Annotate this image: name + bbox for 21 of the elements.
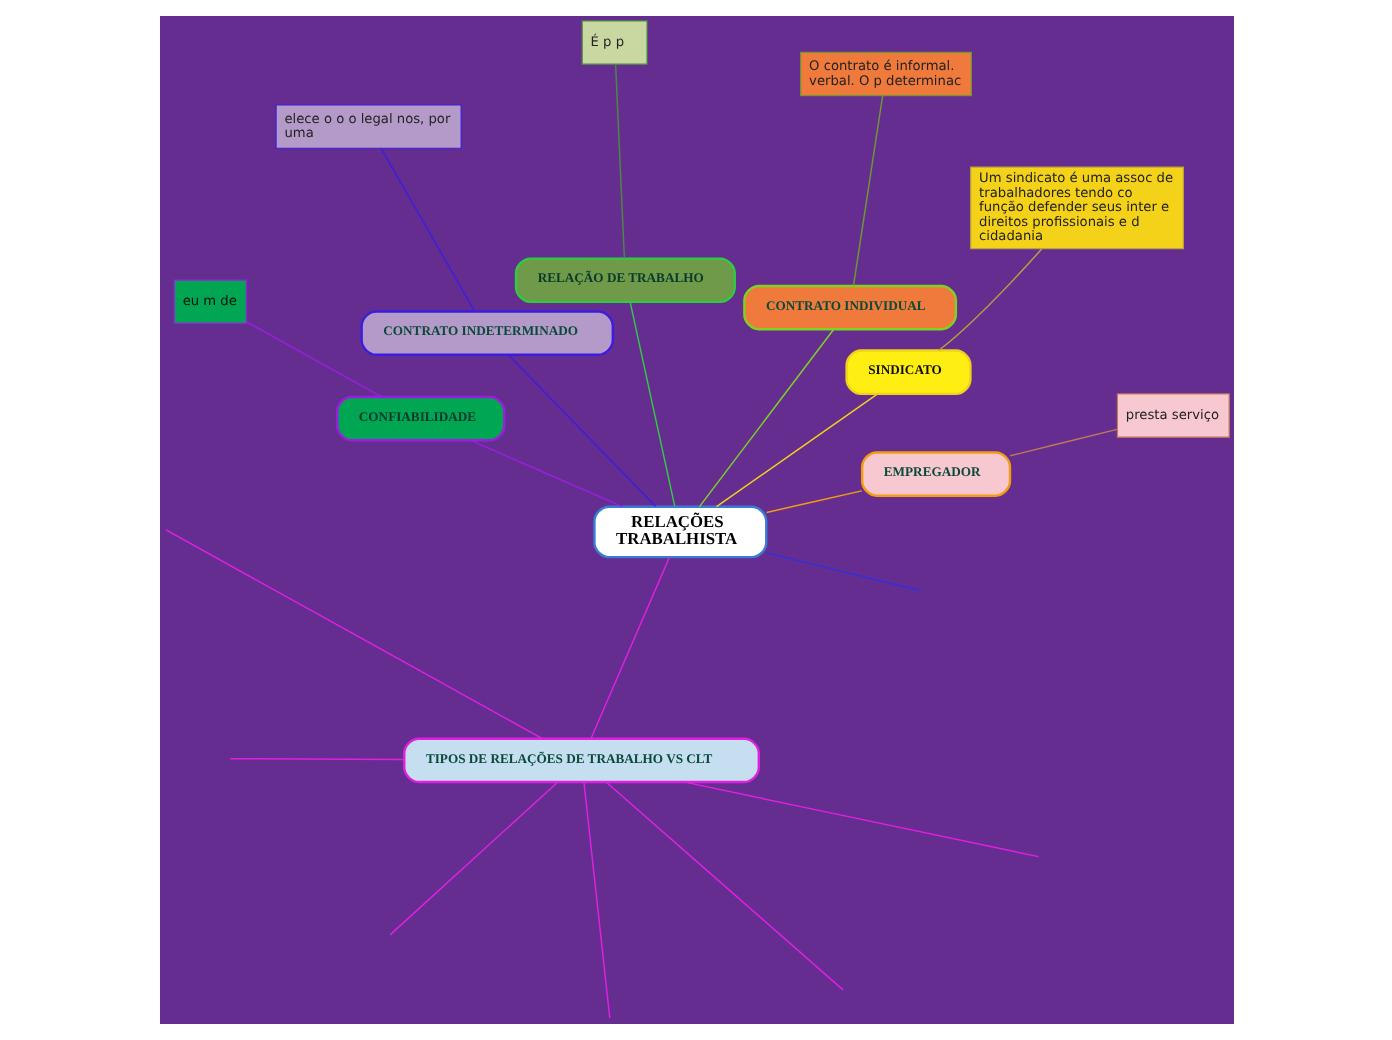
connector [589, 556, 670, 740]
connector [468, 439, 623, 508]
connector [683, 781, 1039, 858]
connector [937, 248, 1042, 351]
connector [388, 781, 558, 936]
connector [764, 490, 862, 514]
connector [714, 393, 877, 508]
connector [851, 95, 883, 287]
connector [582, 781, 610, 1019]
connector [764, 552, 921, 592]
connector [1008, 428, 1117, 457]
connector [244, 321, 382, 398]
connector [697, 328, 834, 508]
connector [628, 301, 675, 508]
connector [506, 354, 656, 508]
node-box: RELAÇÕES TRABALHISTA [592, 505, 767, 559]
connector [613, 63, 625, 259]
connector [379, 147, 475, 313]
connector [604, 781, 843, 991]
connector [164, 529, 543, 740]
connector [228, 758, 404, 761]
